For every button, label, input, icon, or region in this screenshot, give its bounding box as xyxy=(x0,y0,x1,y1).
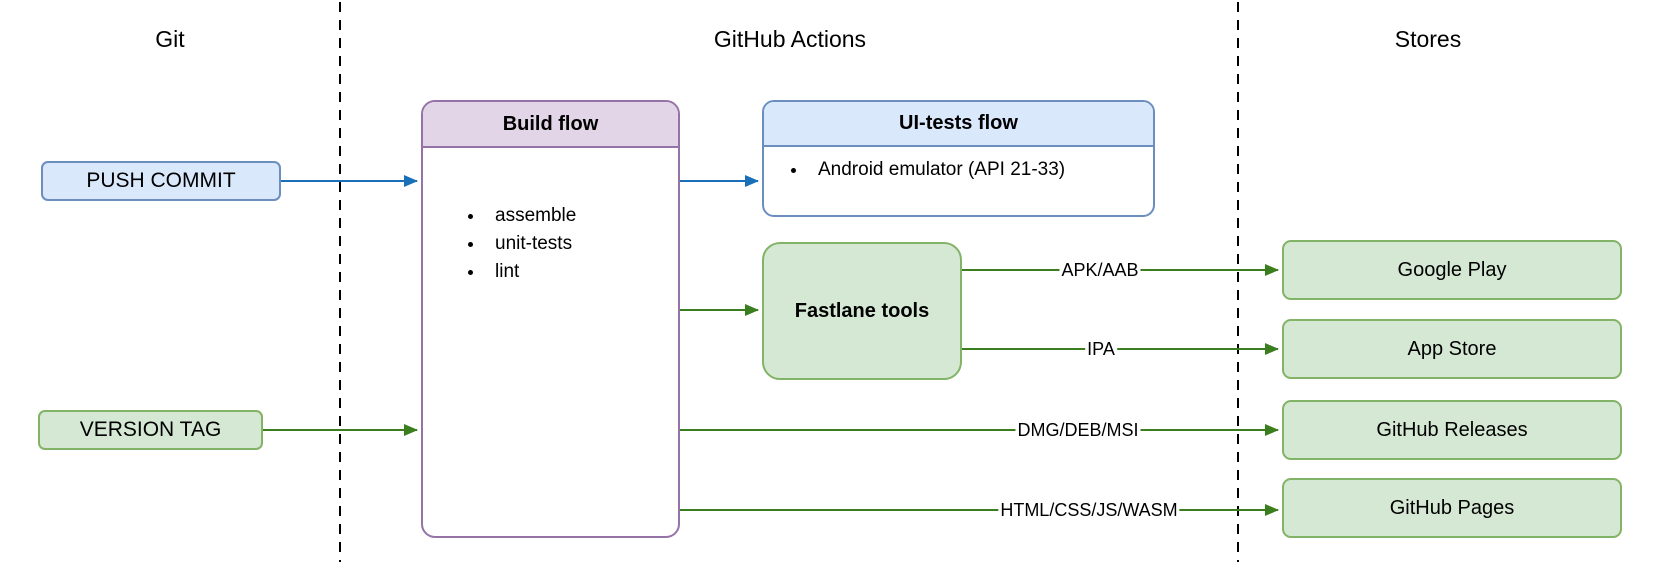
edge-label-dmg-deb-msi: DMG/DEB/MSI xyxy=(1015,420,1141,440)
ui-tests-step-list: Android emulator (API 21-33) xyxy=(764,156,1153,184)
node-ui-tests-flow: UI-tests flow Android emulator (API 21-3… xyxy=(762,100,1155,217)
edge-label-html-css-js-wasm: HTML/CSS/JS/WASM xyxy=(998,500,1180,520)
lane-title-stores: Stores xyxy=(1394,26,1462,52)
node-version-tag: VERSION TAG xyxy=(38,410,263,450)
node-build-flow: Build flow assemble unit-tests lint xyxy=(421,100,680,538)
lane-title-git: Git xyxy=(155,26,185,52)
ui-tests-flow-title: UI-tests flow xyxy=(764,102,1153,147)
build-flow-step: lint xyxy=(485,258,678,286)
node-fastlane-tools: Fastlane tools xyxy=(762,242,962,380)
ui-tests-step: Android emulator (API 21-33) xyxy=(808,156,1153,184)
build-flow-title: Build flow xyxy=(423,102,678,148)
edge-label-ipa: IPA xyxy=(1085,339,1117,359)
build-flow-step: assemble xyxy=(485,202,678,230)
node-push-commit: PUSH COMMIT xyxy=(41,161,281,201)
node-github-releases: GitHub Releases xyxy=(1282,400,1622,460)
edge-label-apk-aab: APK/AAB xyxy=(1059,260,1141,280)
lane-title-github-actions: GitHub Actions xyxy=(713,26,867,52)
build-flow-step: unit-tests xyxy=(485,230,678,258)
node-github-pages: GitHub Pages xyxy=(1282,478,1622,538)
node-google-play: Google Play xyxy=(1282,240,1622,300)
node-app-store: App Store xyxy=(1282,319,1622,379)
build-flow-step-list: assemble unit-tests lint xyxy=(423,202,678,286)
